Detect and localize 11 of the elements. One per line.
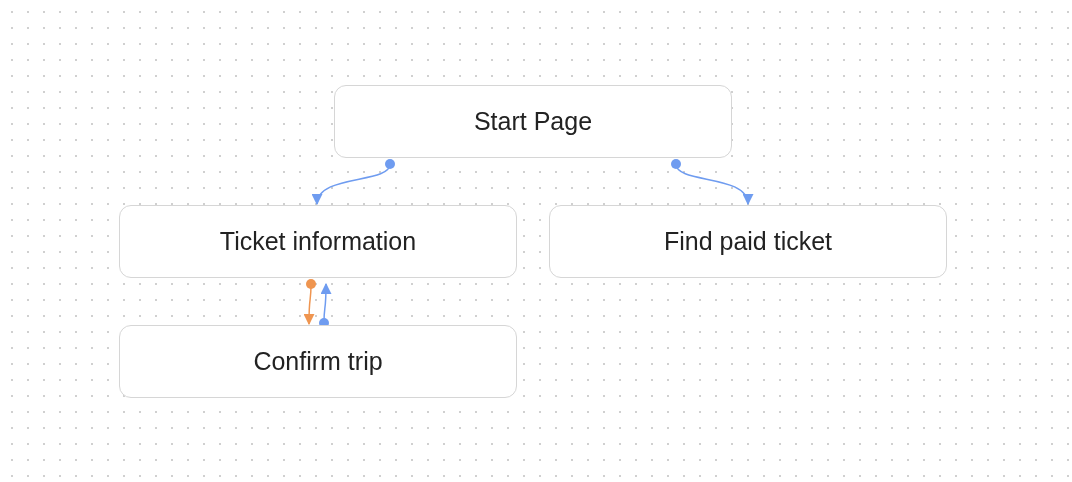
arrow — [671, 159, 752, 206]
box-label: Find paid ticket — [663, 225, 833, 257]
box-label: Start Page — [473, 105, 593, 137]
arrow — [313, 159, 395, 206]
arrow — [303, 279, 316, 326]
page-box — [119, 205, 517, 278]
box-label: Ticket information — [219, 225, 417, 257]
page-box — [334, 85, 732, 158]
box-label: Confirm trip — [253, 345, 383, 377]
page-box — [549, 205, 947, 278]
page-box — [119, 325, 517, 398]
